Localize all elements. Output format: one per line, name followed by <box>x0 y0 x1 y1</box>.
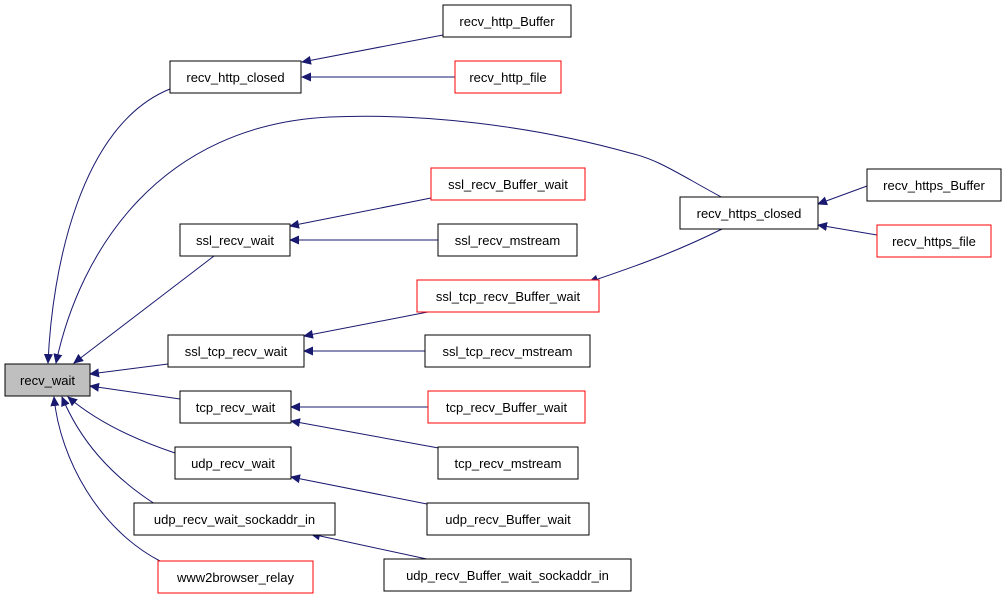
node-udp_recv_Buffer_wait[interactable]: udp_recv_Buffer_wait <box>426 502 590 536</box>
edge-recv_http_closed-to-recv_wait <box>43 88 171 364</box>
node-label: tcp_recv_Buffer_wait <box>446 400 568 415</box>
edge-recv_https_closed-to-recv_wait <box>53 115 726 364</box>
edge-recv_https_Buffer-to-recv_https_closed <box>817 185 868 206</box>
node-label: recv_http_file <box>469 70 546 85</box>
node-label: ssl_tcp_recv_mstream <box>442 344 572 359</box>
edge-ssl_recv_Buffer_wait-to-ssl_recv_wait <box>289 197 432 229</box>
node-label: udp_recv_wait <box>191 456 275 471</box>
edge-tcp_recv_mstream-to-tcp_recv_wait <box>290 418 445 450</box>
node-label: www2browser_relay <box>176 570 295 585</box>
edges <box>43 34 878 562</box>
node-tcp_recv_Buffer_wait[interactable]: tcp_recv_Buffer_wait <box>427 390 586 424</box>
node-label: ssl_recv_Buffer_wait <box>448 177 568 192</box>
edge-recv_http_Buffer-to-recv_http_closed <box>301 34 444 65</box>
node-label: recv_http_Buffer <box>459 14 555 29</box>
edge-recv_https_file-to-recv_https_closed <box>817 222 878 236</box>
node-label: ssl_recv_mstream <box>455 233 560 248</box>
node-ssl_tcp_recv_mstream[interactable]: ssl_tcp_recv_mstream <box>424 334 591 368</box>
node-www2browser_relay[interactable]: www2browser_relay <box>157 560 314 594</box>
node-ssl_recv_mstream[interactable]: ssl_recv_mstream <box>437 223 578 257</box>
node-recv_http_Buffer[interactable]: recv_http_Buffer <box>442 4 572 38</box>
node-udp_recv_Buffer_wait_sockaddr_in[interactable]: udp_recv_Buffer_wait_sockaddr_in <box>383 558 632 592</box>
node-label: recv_wait <box>20 373 75 388</box>
node-recv_http_closed[interactable]: recv_http_closed <box>169 60 302 94</box>
node-udp_recv_wait_sockaddr_in[interactable]: udp_recv_wait_sockaddr_in <box>133 502 336 536</box>
node-label: recv_https_file <box>892 234 976 249</box>
edge-tcp_recv_wait-to-recv_wait <box>89 382 181 400</box>
node-label: tcp_recv_mstream <box>455 456 562 471</box>
node-recv_wait[interactable]: recv_wait <box>4 363 91 397</box>
edge-udp_recv_Buffer_wait_sockaddr_in-to-udp_recv_wait_sockaddr_in <box>310 531 437 562</box>
edge-udp_recv_wait-to-recv_wait <box>67 396 176 454</box>
edge-recv_https_closed-to-ssl_tcp_recv_Buffer_wait <box>588 228 723 284</box>
node-label: udp_recv_Buffer_wait <box>445 512 571 527</box>
edge-udp_recv_wait_sockaddr_in-to-recv_wait <box>61 396 156 505</box>
node-udp_recv_wait[interactable]: udp_recv_wait <box>174 446 292 480</box>
node-label: ssl_tcp_recv_wait <box>185 344 288 359</box>
nodes: recv_wait recv_http_closed recv_http_Buf… <box>4 4 1002 594</box>
node-ssl_recv_wait[interactable]: ssl_recv_wait <box>179 223 291 257</box>
node-ssl_recv_Buffer_wait[interactable]: ssl_recv_Buffer_wait <box>430 167 586 201</box>
node-ssl_tcp_recv_Buffer_wait[interactable]: ssl_tcp_recv_Buffer_wait <box>416 279 600 313</box>
node-recv_http_file[interactable]: recv_http_file <box>454 60 562 94</box>
node-label: udp_recv_wait_sockaddr_in <box>154 512 315 527</box>
node-tcp_recv_mstream[interactable]: tcp_recv_mstream <box>437 446 579 480</box>
node-label: ssl_tcp_recv_Buffer_wait <box>436 289 581 304</box>
edge-www2browser_relay-to-recv_wait <box>50 396 161 562</box>
node-recv_https_file[interactable]: recv_https_file <box>876 224 992 258</box>
node-tcp_recv_wait[interactable]: tcp_recv_wait <box>179 390 292 424</box>
node-recv_https_Buffer[interactable]: recv_https_Buffer <box>866 168 1002 202</box>
node-label: recv_http_closed <box>186 70 284 85</box>
node-label: ssl_recv_wait <box>196 233 274 248</box>
edge-ssl_recv_wait-to-recv_wait <box>73 255 215 364</box>
edge-ssl_tcp_recv_Buffer_wait-to-ssl_tcp_recv_wait <box>303 310 434 339</box>
node-label: udp_recv_Buffer_wait_sockaddr_in <box>406 568 609 583</box>
edge-udp_recv_Buffer_wait-to-udp_recv_wait <box>290 474 433 506</box>
node-label: recv_https_closed <box>697 206 802 221</box>
node-recv_https_closed[interactable]: recv_https_closed <box>679 196 819 230</box>
node-label: tcp_recv_wait <box>196 400 276 415</box>
edge-ssl_tcp_recv_wait-to-recv_wait <box>89 363 169 378</box>
node-ssl_tcp_recv_wait[interactable]: ssl_tcp_recv_wait <box>167 334 305 368</box>
node-label: recv_https_Buffer <box>883 178 985 193</box>
